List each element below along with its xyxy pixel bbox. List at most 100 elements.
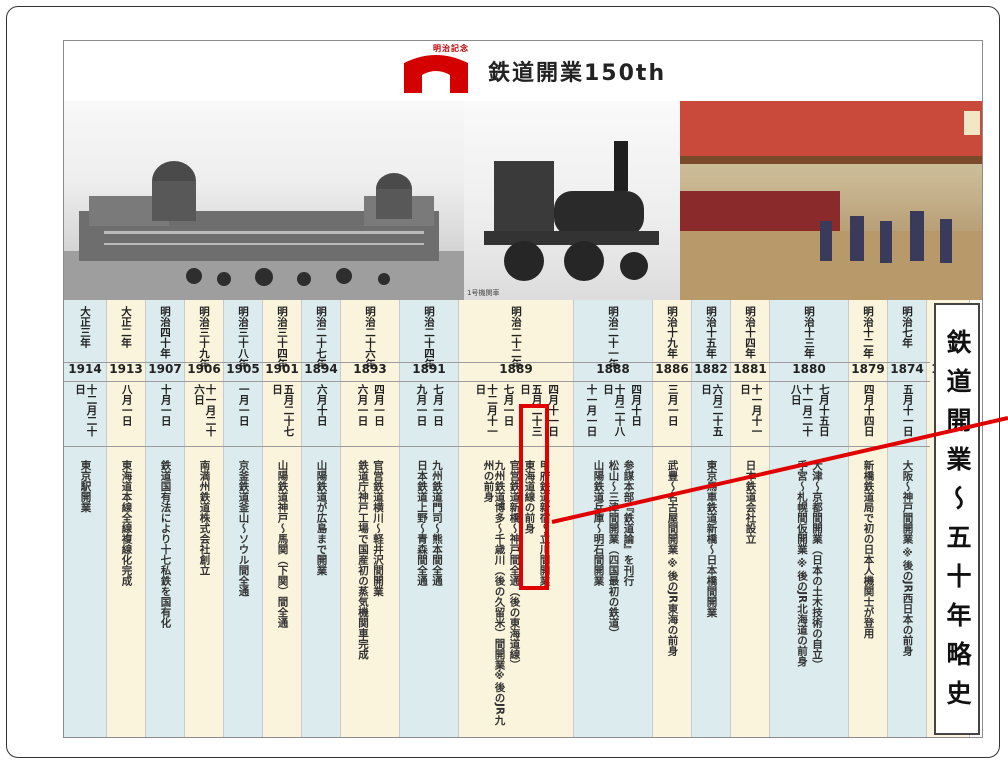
date-label: 六月二十五日 — [700, 384, 724, 437]
year-label: 1886 — [655, 362, 689, 376]
event-text: 山陽鉄道兵庫〜明石間開業 — [592, 460, 605, 586]
timeline-column: 明治七年 1874 五月十一日大阪〜神戸間開業 ※後のJR西日本の前身 — [888, 300, 927, 737]
date-label: 十二月十一日 — [474, 384, 498, 437]
year-label: 1914 — [68, 362, 102, 376]
era-label: 明治十二年 — [862, 306, 875, 359]
event-text: 東京馬車鉄道新橋〜日本橋間開業 — [705, 460, 718, 618]
ukiyoe-station-print — [680, 101, 982, 300]
event-text: 東海道線の前身 — [523, 460, 536, 534]
year-label: 1901 — [265, 362, 299, 376]
row-divider — [64, 381, 930, 382]
event-text: 東京駅開業 — [79, 460, 92, 513]
date-group: 五月二十七日 — [263, 384, 301, 446]
year-label: 1874 — [890, 362, 924, 376]
event-text: 官営鉄道横川〜軽井沢間開業 — [372, 460, 385, 597]
date-group: 四月十日十月二十八日十一月一日 — [574, 384, 652, 446]
era-label: 大正三年 — [79, 306, 92, 348]
event-text: 新橋鉄道局で初の日本人機関士が登用 — [862, 460, 875, 639]
era-label: 明治七年 — [901, 306, 914, 348]
era-label: 明治十九年 — [666, 306, 679, 359]
row-divider — [64, 362, 930, 363]
era-label: 明治四十年 — [159, 306, 172, 359]
event-group: 甲府鉄道新宿〜立川間開業東海道線の前身官営鉄道新橋〜神戸間全通（後の東海道線）九… — [459, 460, 573, 730]
event-text: 日本鉄道会社設立 — [744, 460, 757, 544]
timeline-column: 明治十四年 1881 十一月十一日日本鉄道会社設立 — [731, 300, 770, 737]
timeline-column: 明治四十年 1907 十月一日鉄道国有法により十七私鉄を国有化 — [146, 300, 185, 737]
era-label: 明治十五年 — [705, 306, 718, 359]
date-label: 十一月二十六日 — [193, 384, 217, 437]
date-label: 三月一日 — [666, 384, 679, 426]
date-label: 十一月十一日 — [739, 384, 763, 437]
photo-strip: 1号機関車 — [64, 101, 982, 300]
event-text: 鉄道庁神戸工場で国産初の蒸気機関車完成 — [357, 460, 369, 660]
year-label: 1907 — [148, 362, 182, 376]
date-group: 五月十一日 — [888, 384, 926, 446]
event-group: 山陽鉄道が広島まで開業 — [302, 460, 340, 730]
date-group: 十一月二十六日 — [185, 384, 223, 446]
row-divider — [64, 446, 930, 447]
year-label: 1889 — [499, 362, 533, 376]
date-label: 十月一日 — [159, 384, 172, 426]
poster-header: 明治記念 鉄道開業150th — [64, 41, 982, 102]
year-label: 1905 — [226, 362, 260, 376]
event-text: 松山〜三津間開業（四国最初の鉄道） — [607, 460, 620, 639]
year-label: 1888 — [596, 362, 630, 376]
event-group: 大津〜京都間開業（日本の土木技術の自立）手宮〜札幌間仮開業 ※後のJR北海道の前… — [770, 460, 848, 730]
year-label: 1879 — [851, 362, 885, 376]
date-label: 七月十五日 — [817, 384, 830, 437]
era-label: 明治二十四年 — [423, 306, 436, 369]
event-text: 大津〜京都間開業（日本の土木技術の自立） — [811, 460, 824, 670]
date-label: 九月一日 — [415, 384, 428, 426]
date-group: 四月十四日 — [849, 384, 887, 446]
tokyo-station-photo — [64, 101, 464, 300]
event-text: 東海道本線全線複線化完成 — [120, 460, 133, 586]
year-label: 1906 — [187, 362, 221, 376]
date-label: 四月十四日 — [862, 384, 875, 437]
event-group: 東京馬車鉄道新橋〜日本橋間開業 — [692, 460, 730, 730]
sidebar-title: 鉄道開業〜五十年略史 — [943, 329, 972, 719]
era-label: 明治十三年 — [803, 306, 816, 359]
event-text: 武豊〜名古屋間開業 ※後のJR東海の前身 — [666, 460, 679, 656]
event-text: 鉄道国有法により十七私鉄を国有化 — [159, 460, 172, 628]
railway-logo-icon — [404, 55, 468, 93]
date-label: 一月一日 — [237, 384, 250, 426]
event-group: 南満州鉄道株式会社創立 — [185, 460, 223, 730]
date-label: 七月一日 — [502, 384, 515, 426]
event-group: 武豊〜名古屋間開業 ※後のJR東海の前身 — [653, 460, 691, 730]
event-group: 九州鉄道門司〜熊本間全通日本鉄道上野〜青森間全通 — [400, 460, 458, 730]
date-group: 十一月十一日 — [731, 384, 769, 446]
event-group: 京釜鉄道釜山〜ソウル間全通 — [224, 460, 262, 730]
timeline-poster: 明治記念 鉄道開業150th — [63, 40, 983, 738]
year-label: 1882 — [694, 362, 728, 376]
timeline-column: 大正三年 1914 十二月二十日東京駅開業 — [64, 300, 107, 737]
date-label: 十一月一日 — [585, 384, 598, 437]
date-label: 四月一日 — [373, 384, 386, 426]
date-label: 五月十一日 — [901, 384, 914, 437]
year-label: 1894 — [304, 362, 338, 376]
photo-caption: 1号機関車 — [467, 289, 500, 297]
era-label: 明治三十四年 — [276, 306, 289, 369]
event-group: 東海道本線全線複線化完成 — [107, 460, 145, 730]
date-group: 六月二十五日 — [692, 384, 730, 446]
year-label: 1881 — [733, 362, 767, 376]
era-label: 明治二十一年 — [607, 306, 620, 369]
event-group: 大阪〜神戸間開業 ※後のJR西日本の前身 — [888, 460, 926, 730]
date-label: 六月十日 — [315, 384, 328, 426]
date-label: 十二月二十日 — [74, 384, 98, 437]
era-label: 明治三十九年 — [198, 306, 211, 369]
date-label: 十一月二十八日 — [789, 384, 814, 437]
era-label: 明治三十八年 — [237, 306, 250, 369]
year-label: 1913 — [109, 362, 143, 376]
era-label: 明治十四年 — [744, 306, 757, 359]
event-text: 大阪〜神戸間開業 ※後のJR西日本の前身 — [901, 460, 914, 656]
date-label: 五月二十三日 — [519, 384, 543, 437]
date-group: 十二月二十日 — [64, 384, 106, 446]
era-label: 大正二年 — [120, 306, 133, 348]
era-label: 明治二十六年 — [364, 306, 377, 369]
